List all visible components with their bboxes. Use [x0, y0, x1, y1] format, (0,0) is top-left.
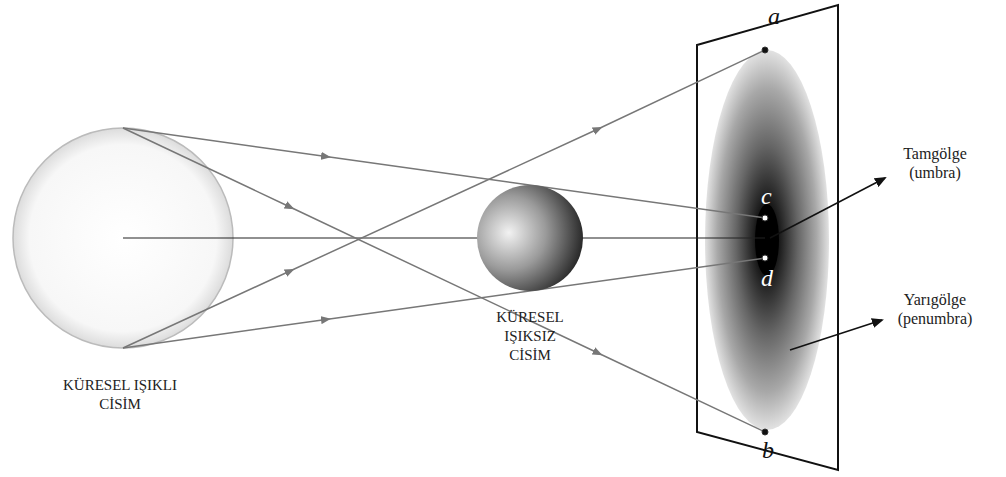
region-label: Yarıgölge (penumbra) — [880, 290, 990, 328]
point-letter: b — [762, 438, 774, 462]
region-label: Tamgölge (umbra) — [880, 144, 990, 182]
light-rays — [123, 50, 765, 432]
point-letter: c — [761, 184, 772, 208]
points — [762, 47, 768, 435]
penumbra — [705, 50, 829, 430]
point-letter: d — [761, 266, 773, 290]
leader-line — [790, 320, 882, 350]
object-label: KÜRESEL IŞIKLI CİSİM — [55, 376, 185, 414]
opaque-sphere — [477, 185, 583, 291]
object-label: KÜRESEL IŞIKSIZ CİSİM — [483, 308, 578, 364]
leader-line — [770, 178, 885, 238]
axis-line — [123, 237, 765, 238]
point-letter: a — [768, 4, 780, 28]
